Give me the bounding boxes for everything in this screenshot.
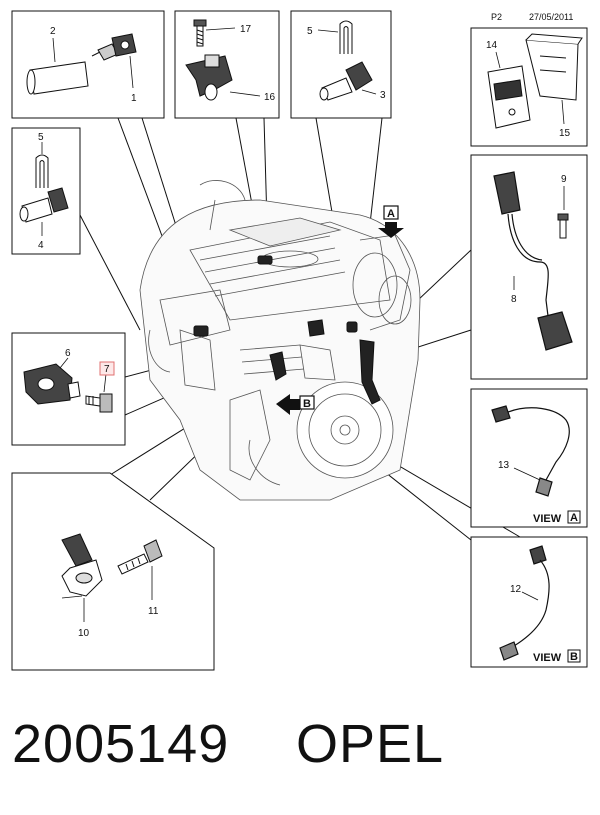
- callout-15: 15: [559, 128, 571, 139]
- callout-4: 4: [38, 240, 44, 251]
- box-parts-4-5: 5 4: [11, 127, 81, 255]
- marker-b: B: [276, 394, 315, 415]
- callout-8: 8: [511, 294, 517, 305]
- svg-text:A: A: [387, 208, 395, 220]
- callout-3: 3: [380, 90, 386, 101]
- callout-7: 7: [104, 364, 110, 375]
- callout-5-top: 5: [307, 26, 313, 37]
- callout-7-highlight: [99, 361, 115, 376]
- bolt-17-icon: [193, 19, 207, 47]
- callout-5-left: 5: [38, 132, 44, 143]
- box-parts-8-9: 9 8: [470, 154, 588, 380]
- oxygen-sensor-13-icon: [491, 405, 570, 497]
- view-a-label: VIEW: [533, 513, 562, 525]
- sensor-6-icon: [23, 363, 81, 405]
- bolt-11-icon: [117, 539, 163, 575]
- knock-sensor-10-icon: [61, 533, 103, 597]
- arrow-a-icon: [378, 222, 404, 238]
- box-parts-3-5: 5 3: [290, 10, 392, 119]
- callout-11: 11: [148, 606, 159, 617]
- callout-17: 17: [240, 24, 252, 35]
- box-parts-1-2: 2 1: [11, 10, 165, 119]
- callout-12: 12: [510, 584, 522, 595]
- box-part-13-view-a: 13 VIEW A: [470, 388, 588, 528]
- date-label: 27/05/2011: [529, 12, 573, 22]
- page-label: P2: [491, 12, 502, 22]
- callout-16: 16: [264, 92, 276, 103]
- box-parts-6-7: 6 7: [11, 332, 126, 446]
- sensor-4-icon: [19, 187, 69, 223]
- sensor-16-icon: [185, 54, 233, 101]
- callout-1: 1: [131, 93, 137, 104]
- harness-8-icon: [493, 171, 573, 351]
- oxygen-sensor-12-icon: [499, 545, 550, 661]
- brand-name: OPEL: [296, 714, 445, 774]
- callout-9: 9: [561, 174, 567, 185]
- clip-5-icon: [339, 20, 353, 54]
- sensor-1-icon: [26, 33, 137, 95]
- arrow-b-icon: [276, 394, 300, 415]
- view-b-label: VIEW: [533, 652, 562, 664]
- view-b-letter: B: [570, 651, 578, 663]
- bracket-15-icon: [525, 33, 583, 101]
- svg-text:B: B: [303, 398, 311, 410]
- callout-14: 14: [486, 40, 498, 51]
- box-parts-10-11: 10 11: [11, 472, 215, 671]
- engine-mounted-parts: [193, 255, 381, 405]
- box-parts-16-17: 17 16: [174, 10, 280, 119]
- engine-illustration: [139, 180, 421, 501]
- view-a-letter: A: [570, 512, 578, 524]
- callout-6: 6: [65, 348, 71, 359]
- callout-10: 10: [78, 628, 90, 639]
- callout-13: 13: [498, 460, 510, 471]
- control-module-14-icon: [487, 65, 531, 129]
- box-parts-14-15: 14 15: [470, 27, 588, 147]
- bolt-9-icon: [557, 213, 569, 239]
- box-part-12-view-b: 12 VIEW B: [470, 536, 588, 668]
- callout-2: 2: [50, 26, 56, 37]
- parts-diagram: P2 27/05/2011: [11, 10, 588, 671]
- bolt-7-icon: [85, 393, 113, 413]
- clip-5b-icon: [35, 154, 49, 188]
- marker-a: A: [378, 205, 404, 238]
- part-number: 2005149: [12, 714, 230, 774]
- sensor-3-icon: [319, 61, 373, 101]
